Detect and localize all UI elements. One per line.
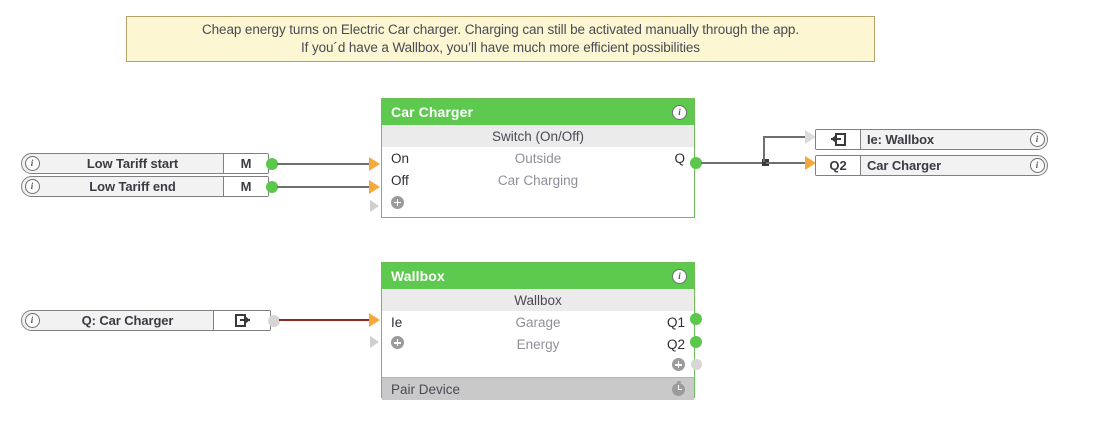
block-subtitle: Switch (On/Off) <box>382 125 694 147</box>
wire-junction <box>762 159 769 166</box>
block-car-charger[interactable]: Car Charger i Switch (On/Off) On Outside… <box>381 98 695 218</box>
row-center-label: Energy <box>516 336 560 352</box>
output-connector-car-charger-q[interactable] <box>690 157 702 169</box>
output-node-terminal[interactable]: Q2 <box>816 156 861 175</box>
output-connector-q-car-charger[interactable] <box>268 315 280 327</box>
output-node-label: Ie: Wallbox <box>867 132 935 147</box>
info-icon[interactable]: i <box>672 104 687 120</box>
block-footer-pair-device[interactable]: Pair Device <box>382 377 694 400</box>
row-add-output[interactable] <box>607 358 685 374</box>
input-node-terminal[interactable]: M <box>223 154 268 173</box>
plus-icon[interactable] <box>391 336 404 349</box>
output-connector-wallbox-q2[interactable] <box>690 336 702 348</box>
row-center-label: Outside <box>514 150 562 166</box>
note-box: Cheap energy turns on Electric Car charg… <box>126 16 875 62</box>
source-node-q-car-charger[interactable]: i Q: Car Charger <box>21 310 271 331</box>
import-icon[interactable] <box>816 130 861 149</box>
info-icon[interactable]: i <box>22 154 42 173</box>
block-header: Car Charger i <box>382 99 694 125</box>
row-input-label: Off <box>391 172 409 188</box>
row-input-label: On <box>391 150 410 166</box>
wire-q-car-charger-to-wallbox <box>279 319 370 321</box>
output-connector-wallbox-q1[interactable] <box>690 313 702 325</box>
clock-icon[interactable] <box>672 381 685 396</box>
row-center-label: Garage <box>515 314 561 330</box>
input-connector-ie-wallbox[interactable] <box>805 130 816 144</box>
input-connector-car-charger-out[interactable] <box>805 156 816 170</box>
plus-icon[interactable] <box>672 358 685 371</box>
info-icon[interactable]: i <box>22 311 42 330</box>
row-add-input[interactable] <box>391 336 469 352</box>
block-row[interactable]: Off Car Charging <box>382 169 694 191</box>
block-rows: On Outside Q Off Car Charging <box>382 147 694 213</box>
input-connector-wallbox-add[interactable] <box>370 336 379 348</box>
block-header: Wallbox i <box>382 263 694 289</box>
row-input-label: Ie <box>391 314 403 330</box>
block-row[interactable]: Energy Q2 <box>382 333 694 355</box>
output-node-label: Car Charger <box>867 158 942 173</box>
input-node-label: Low Tariff start <box>86 156 179 171</box>
block-wallbox[interactable]: Wallbox i Wallbox Ie Garage Q1 Energy Q2 <box>381 262 695 400</box>
note-line-2: If you´d have a Wallbox, you’ll have muc… <box>301 40 700 55</box>
input-connector-car-charger-add[interactable] <box>370 200 379 212</box>
export-icon[interactable] <box>213 311 270 330</box>
info-icon[interactable]: i <box>1027 156 1047 175</box>
input-node-terminal[interactable]: M <box>223 177 268 196</box>
block-subtitle: Wallbox <box>382 289 694 311</box>
input-connector-wallbox-ie[interactable] <box>369 313 380 327</box>
note-line-1: Cheap energy turns on Electric Car charg… <box>202 22 799 37</box>
output-node-ie-wallbox[interactable]: Ie: Wallbox i <box>815 129 1048 150</box>
info-icon[interactable]: i <box>1027 130 1047 149</box>
wire-q-to-car-charger-out <box>766 162 811 164</box>
block-row[interactable]: Ie Garage Q1 <box>382 311 694 333</box>
info-icon[interactable]: i <box>672 268 687 284</box>
block-title: Wallbox <box>391 268 445 284</box>
input-node-low-tariff-start[interactable]: i Low Tariff start M <box>21 153 269 174</box>
output-connector-low-tariff-start[interactable] <box>266 158 278 170</box>
row-output-label: Q1 <box>666 314 685 330</box>
block-row[interactable]: On Outside Q <box>382 147 694 169</box>
input-node-label: Low Tariff end <box>89 179 176 194</box>
plus-icon[interactable] <box>391 195 404 209</box>
wire-q-trunk <box>701 162 765 164</box>
block-add-row[interactable] <box>382 355 694 377</box>
row-output-label: Q <box>674 150 685 166</box>
row-output-label: Q2 <box>666 336 685 352</box>
pair-device-label: Pair Device <box>391 381 461 397</box>
output-connector-wallbox-add[interactable] <box>691 359 702 370</box>
wire-low-tariff-start <box>277 163 369 165</box>
block-rows: Ie Garage Q1 Energy Q2 <box>382 311 694 377</box>
source-node-label: Q: Car Charger <box>81 313 174 328</box>
block-add-row[interactable] <box>382 191 694 213</box>
wire-q-branch-vertical <box>763 136 765 162</box>
block-title: Car Charger <box>391 104 474 120</box>
info-icon[interactable]: i <box>22 177 42 196</box>
input-connector-car-charger-on[interactable] <box>369 157 380 171</box>
output-node-car-charger[interactable]: Q2 Car Charger i <box>815 155 1048 176</box>
wire-q-branch-to-wallbox <box>763 136 811 138</box>
input-connector-car-charger-off[interactable] <box>369 180 380 194</box>
row-center-label: Car Charging <box>497 172 579 188</box>
wire-low-tariff-end <box>277 186 369 188</box>
output-connector-low-tariff-end[interactable] <box>266 181 278 193</box>
input-node-low-tariff-end[interactable]: i Low Tariff end M <box>21 176 269 197</box>
